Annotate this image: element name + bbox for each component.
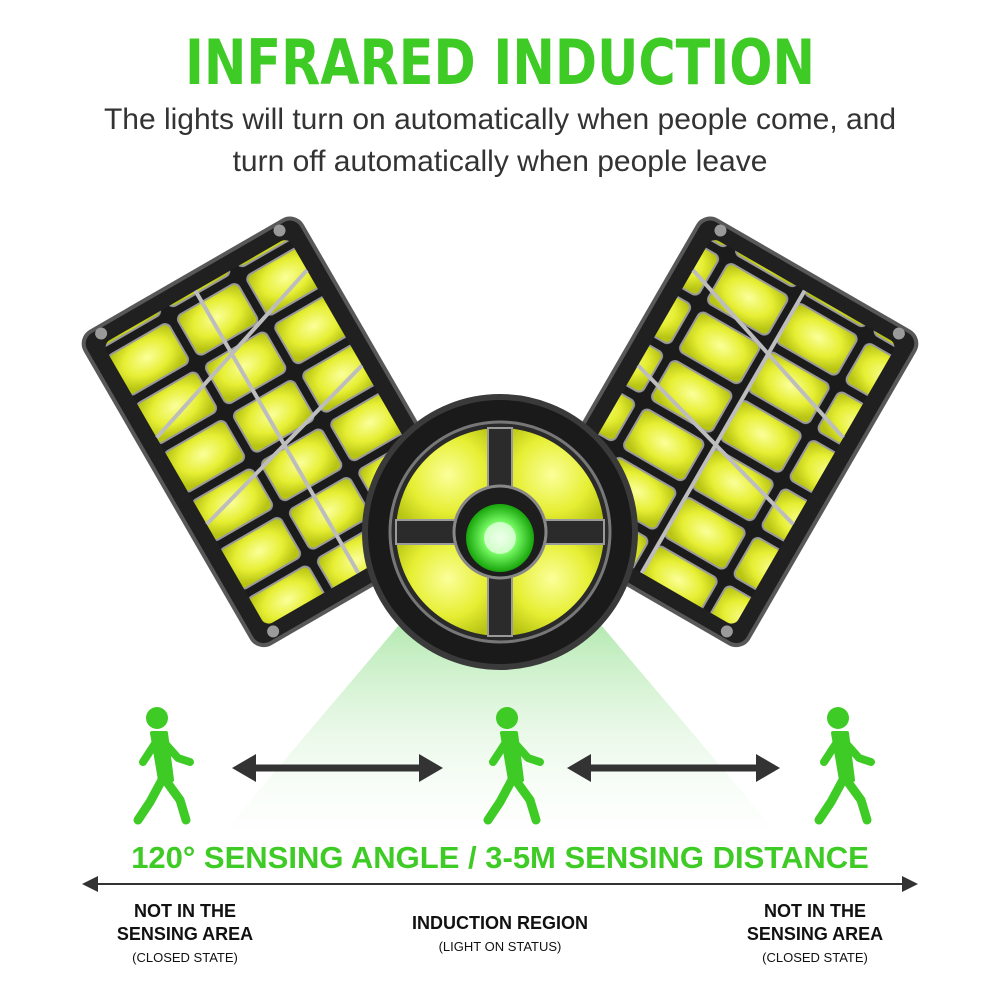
sensing-beam: [200, 612, 800, 860]
subtitle-line-2: turn off automatically when people leave: [232, 145, 768, 178]
zone-left-state: (CLOSED STATE): [132, 950, 238, 965]
zone-right-line-2: SENSING AREA: [746, 924, 884, 944]
walker-middle-icon: [483, 707, 544, 825]
range-arrow-icon: [82, 876, 918, 892]
zone-right-line-1: NOT IN THE: [764, 901, 866, 921]
zone-middle-label: INDUCTION REGION (LIGHT ON STATUS): [380, 912, 620, 957]
page-title: INFRARED INDUCTION: [184, 26, 816, 99]
center-led-module: [362, 394, 638, 670]
sensing-spec-label: 120° SENSING ANGLE / 3-5M SENSING DISTAN…: [131, 840, 869, 875]
zone-left-line-1: NOT IN THE: [134, 901, 236, 921]
double-arrow-left-icon: [232, 754, 443, 782]
zone-left-label: NOT IN THE SENSING AREA (CLOSED STATE): [85, 900, 285, 968]
zone-right-state: (CLOSED STATE): [762, 950, 868, 965]
double-arrow-right-icon: [567, 754, 780, 782]
zone-right-label: NOT IN THE SENSING AREA (CLOSED STATE): [715, 900, 915, 968]
zone-middle-line-1: INDUCTION REGION: [411, 913, 588, 933]
walker-left-icon: [133, 707, 194, 825]
zone-left-line-2: SENSING AREA: [116, 924, 254, 944]
walker-right-icon: [814, 707, 875, 825]
subtitle-line-1: The lights will turn on automatically wh…: [103, 103, 897, 136]
zone-middle-state: (LIGHT ON STATUS): [438, 939, 562, 954]
